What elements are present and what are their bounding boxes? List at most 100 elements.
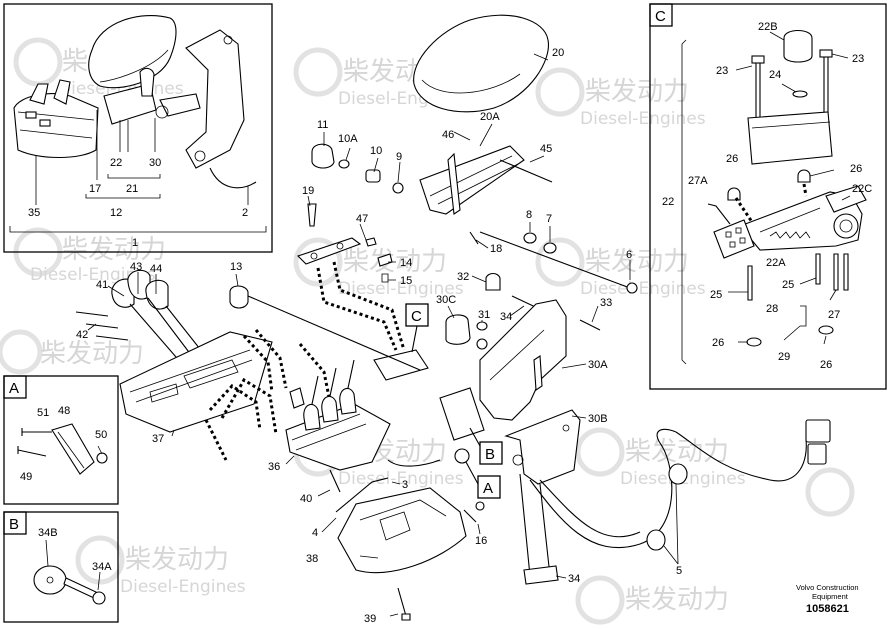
detail-box-b-label: B [9, 516, 19, 533]
reference-tag-a-frame [477, 475, 501, 499]
callout-31: 31 [478, 309, 490, 321]
callout-25-a: 25 [782, 279, 794, 291]
svg-text:Diesel-Engines: Diesel-Engines [580, 279, 706, 299]
svg-text:Diesel-Engines: Diesel-Engines [338, 279, 464, 299]
callout-50: 50 [95, 429, 107, 441]
watermark: 柴发动力 [575, 575, 729, 625]
callout-14: 14 [400, 257, 412, 269]
callout-10A: 10A [338, 133, 358, 145]
detail-b-parts [33, 539, 106, 605]
callout-27: 27 [828, 309, 840, 321]
callout-26-c: 26 [712, 337, 724, 349]
reference-tag-c: C [411, 308, 422, 325]
callout-35: 35 [28, 207, 40, 219]
callout-51: 51 [37, 407, 49, 419]
callout-42: 42 [76, 329, 88, 341]
document-number: 1058621 [806, 603, 849, 615]
callout-19: 19 [302, 185, 314, 197]
watermark: 柴发动力 Diesel-Engines [75, 535, 246, 597]
callout-30C: 30C [436, 294, 456, 306]
detail-box-a-label-frame [3, 375, 27, 399]
callout-43: 43 [130, 261, 142, 273]
overview-inset [9, 15, 267, 233]
credit-line-2: Equipment [812, 592, 849, 601]
callout-22C: 22C [852, 183, 872, 195]
detail-box-a-label: A [9, 380, 19, 397]
callout-8: 8 [526, 209, 532, 221]
callout-45: 45 [540, 143, 552, 155]
main-assembly [75, 14, 831, 621]
callout-37: 37 [152, 433, 164, 445]
reference-tag-a: A [483, 480, 493, 497]
callout-16: 16 [475, 535, 487, 547]
callout-23-right: 23 [852, 53, 864, 65]
detail-box-c-label-frame [649, 3, 673, 27]
callout-34-lower: 34 [568, 573, 580, 585]
detail-box-b-frame [3, 511, 119, 623]
callout-9: 9 [396, 151, 402, 163]
callout-36: 36 [268, 461, 280, 473]
watermark: 柴发动力 Diesel-Engines [575, 427, 746, 489]
callout-38: 38 [306, 553, 318, 565]
callout-22B: 22B [758, 21, 778, 33]
reference-tag-b-frame [479, 441, 503, 465]
detail-c-parts [681, 29, 867, 365]
reference-tag-b: B [485, 446, 495, 463]
callout-25-b: 25 [710, 289, 722, 301]
watermark: 柴发动力 Diesel-Engines [535, 237, 706, 299]
callout-33: 33 [600, 297, 612, 309]
callout-3: 3 [402, 479, 408, 491]
callout-20A: 20A [480, 111, 500, 123]
callout-41: 41 [96, 279, 108, 291]
callout-2: 2 [242, 207, 248, 219]
svg-text:Diesel-Engines: Diesel-Engines [580, 109, 706, 129]
svg-text:柴发动力: 柴发动力 [62, 235, 166, 265]
reference-tag-c-pointer [411, 325, 418, 353]
callout-1: 1 [132, 237, 138, 249]
callout-44: 44 [150, 263, 162, 275]
overview-inset-frame [3, 3, 273, 253]
callout-40: 40 [300, 493, 312, 505]
detail-box-b-label-frame [3, 511, 27, 535]
detail-box-c-label: C [655, 8, 666, 25]
watermark [805, 467, 855, 517]
callout-22-inset: 22 [110, 157, 122, 169]
callout-7: 7 [546, 213, 552, 225]
callout-32: 32 [457, 271, 469, 283]
svg-text:柴发动力: 柴发动力 [40, 339, 144, 369]
callout-13: 13 [230, 261, 242, 273]
callout-18: 18 [490, 243, 502, 255]
callout-11: 11 [317, 119, 328, 131]
callout-30A: 30A [588, 359, 608, 371]
callout-10: 10 [370, 145, 382, 157]
callout-5: 5 [676, 565, 682, 577]
svg-text:柴发动力: 柴发动力 [125, 545, 229, 575]
callout-27A: 27A [688, 175, 708, 187]
callout-47: 47 [356, 213, 368, 225]
svg-text:柴发动力: 柴发动力 [585, 247, 689, 277]
svg-text:柴发动力: 柴发动力 [625, 437, 729, 467]
watermark: 柴发动力 Diesel-Engines [535, 67, 706, 129]
callout-49: 49 [20, 471, 32, 483]
svg-text:柴发动力: 柴发动力 [585, 77, 689, 107]
svg-text:柴发动力: 柴发动力 [625, 585, 729, 615]
callout-34A: 34A [92, 561, 112, 573]
callout-29: 29 [778, 351, 790, 363]
credit-line-1: Volvo Construction [796, 583, 859, 592]
callout-24: 24 [769, 69, 781, 81]
callout-20: 20 [552, 47, 564, 59]
watermark: 柴发动力 [0, 329, 144, 375]
callout-22A: 22A [766, 257, 786, 269]
detail-box-a-frame [3, 375, 119, 505]
callout-26-b: 26 [850, 163, 862, 175]
callout-15: 15 [400, 275, 412, 287]
callout-30: 30 [149, 157, 161, 169]
callout-48: 48 [58, 405, 70, 417]
svg-text:Diesel-Engines: Diesel-Engines [338, 469, 464, 489]
callout-28: 28 [766, 303, 778, 315]
callout-39: 39 [364, 613, 376, 625]
callout-34B: 34B [38, 527, 58, 539]
callout-17: 17 [89, 183, 101, 195]
